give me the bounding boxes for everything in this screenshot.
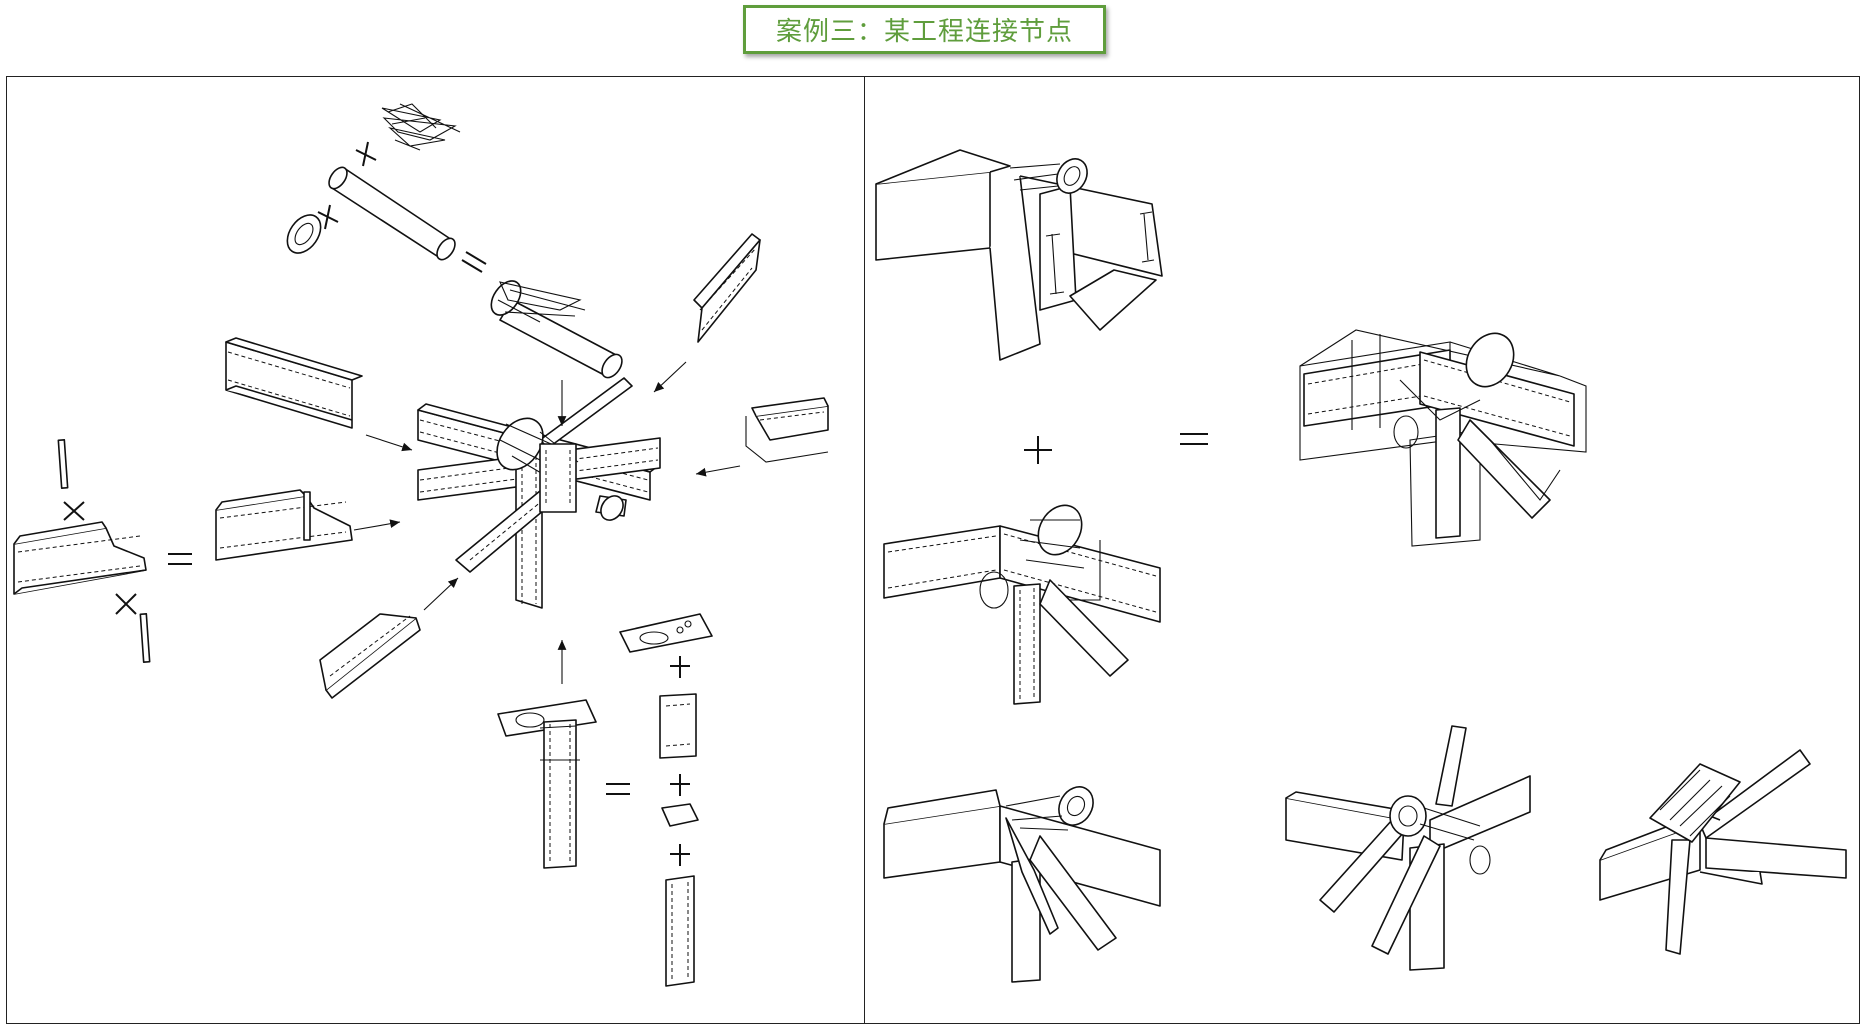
left-exploded-panel — [13, 103, 829, 987]
arrow-upper-left — [365, 434, 413, 452]
panel-divider — [864, 76, 865, 1024]
small-plate-part — [661, 803, 699, 827]
splice-plate-part — [57, 439, 69, 489]
plus-symbol — [670, 844, 690, 866]
right-assembled-panel — [875, 149, 1847, 983]
plus-symbol — [1024, 436, 1052, 464]
plus-symbol — [317, 204, 339, 230]
plus-symbol — [355, 141, 377, 167]
arrow-lower-left — [423, 577, 459, 611]
arrow-upper-right — [653, 361, 687, 393]
title-box: 案例三：某工程连接节点 — [743, 5, 1106, 54]
beam-left-assembled — [215, 489, 353, 561]
column-tube-part — [665, 875, 695, 987]
splice-plate-part — [139, 613, 151, 663]
sleeve-assembly-part — [490, 280, 623, 379]
bracket-upper-right — [693, 233, 761, 343]
beam-left-part — [13, 521, 147, 595]
equals-symbol — [461, 251, 487, 273]
page-title: 案例三：某工程连接节点 — [775, 17, 1073, 47]
column-assembly-part — [497, 699, 597, 869]
tube-part — [328, 166, 456, 261]
stub-right — [745, 397, 829, 463]
plus-symbol — [63, 501, 85, 521]
ring-part — [286, 214, 322, 254]
plus-symbol — [670, 656, 690, 678]
drawing-frame — [6, 76, 1860, 1024]
node-view-rear — [1285, 725, 1531, 971]
equals-symbol — [1180, 433, 1208, 445]
fin-plates-part — [381, 103, 461, 151]
node-view-side — [1599, 749, 1847, 955]
equals-symbol — [168, 553, 192, 565]
arrow-left — [353, 519, 401, 531]
bracket-lower-left — [319, 613, 421, 699]
arrow-right — [695, 465, 741, 477]
base-plate-part — [619, 613, 713, 653]
steel-node-view — [883, 504, 1161, 705]
box-sleeve-part — [659, 693, 697, 759]
center-node-assembly — [417, 377, 661, 609]
encasement-view — [875, 149, 1163, 361]
node-view-front — [883, 786, 1161, 983]
beam-upper-left — [225, 337, 363, 429]
equals-symbol — [606, 783, 630, 795]
plus-symbol — [115, 593, 137, 615]
plus-symbol — [670, 774, 690, 796]
composite-node-view — [1299, 329, 1587, 547]
